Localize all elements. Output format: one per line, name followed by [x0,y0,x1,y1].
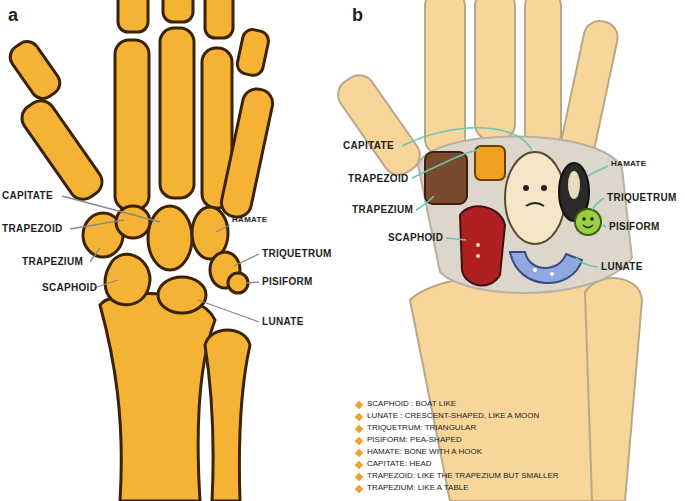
bone-label: CAPITATE [2,190,53,201]
legend-bullet [355,473,363,481]
bone-label: TRIQUETRUM [262,248,332,259]
bone-label: PISIFORM [262,276,313,287]
bone-label: HAMATE [611,160,646,169]
bone-label: TRAPEZOID [2,223,62,234]
legend-text: SCAPHOID : BOAT LIKE [367,400,456,409]
leader-lines-a [62,196,259,322]
bone-label: LUNATE [601,261,643,272]
bone-label: CAPITATE [343,140,394,151]
legend-text: HAMATE: BONE WITH A HOOK [367,448,482,457]
bones-panel-b [332,0,642,501]
legend-bullet [355,485,363,493]
bone-label: HAMATE [232,216,267,225]
bone-label: TRAPEZIUM [22,256,83,267]
legend-text: PISIFORM: PEA-SHAPED [367,436,462,445]
legend-bullet [355,401,363,409]
bone-label: PISIFORM [609,221,660,232]
leader-lines-b [402,128,608,267]
bones-panel-a [6,0,276,501]
legend-bullet [355,413,363,421]
panel-letter: a [8,6,18,26]
bone-label: TRIQUETRUM [607,192,677,203]
bone-label: SCAPHOID [42,282,97,293]
bone-label: TRAPEZIUM [352,204,413,215]
legend-text: LUNATE : CRESCENT-SHAPED, LIKE A MOON [367,412,539,421]
legend-bullet [355,449,363,457]
bone-label: TRAPEZOID [348,173,408,184]
legend-text: CAPITATE: HEAD [367,460,432,469]
legend-text: TRAPEZOID: LIKE THE TRAPEZIUM BUT SMALLE… [367,472,559,481]
bone-label: SCAPHOID [388,232,443,243]
panel-letter: b [352,6,363,26]
legend-bullet [355,437,363,445]
legend-bullet [355,461,363,469]
legend-text: TRAPEZIUM: LIKE A TABLE [367,484,469,493]
cartoon-carpals [425,146,601,286]
bone-label: LUNATE [262,316,304,327]
legend-bullet [355,425,363,433]
legend-text: TRIQUETRUM: TRIANGULAR [367,424,476,433]
